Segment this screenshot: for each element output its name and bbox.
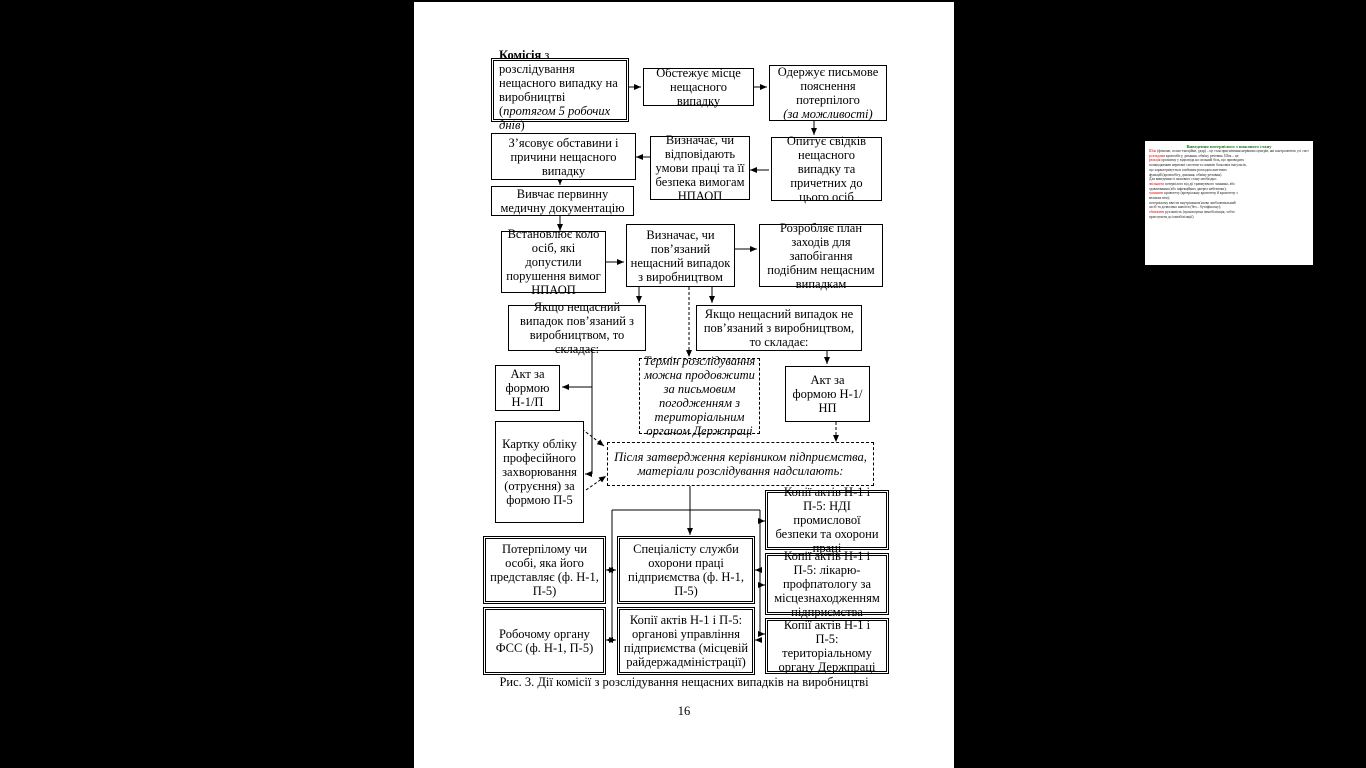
slide-thumbnail[interactable]: Виведення потерпілого з шокового стану Ш… (1145, 141, 1313, 265)
occupational-disease-card-box: Картку обліку професійного захворювання … (495, 421, 584, 523)
obtain-explanation-italic: (за можливості) (783, 107, 873, 121)
thumbnail-line-text: кровотечу (артеріальну кровотечу й крово… (1163, 191, 1238, 196)
after-approval-text: Після затвердження керівником підприємст… (614, 450, 867, 478)
prevention-plan-box: Розробляє план заходів для запобігання п… (759, 221, 883, 291)
interview-witnesses-text: Опитує свідків нещасного випадку та прич… (786, 134, 867, 204)
copies-pathologist-box: Копії актів Н-1 і П-5: лікарю-профпатоло… (765, 549, 889, 619)
determine-related-text: Визначає, чи пов’язаний нещасний випадок… (630, 227, 731, 284)
copies-derzhpratsi-box: Копії актів Н-1 і П-5: територіальному о… (765, 618, 889, 674)
occupational-disease-card-text: Картку обліку професійного захворювання … (502, 437, 577, 507)
thumbnail-line-text: приступити до іммобілізації). (1149, 214, 1195, 219)
extension-term-text: Термін розслідування можна продовжити за… (643, 354, 756, 438)
act-h1np-text: Акт за формою Н-1/НП (792, 373, 863, 415)
copies-derzhpratsi-text: Копії актів Н-1 і П-5: територіальному о… (778, 618, 876, 674)
victim-representative-box: Потерпілому чи особі, яка його представл… (483, 536, 606, 604)
thumbnail-line: Шок (фізичне, психо-емоційне, удар) – це… (1149, 149, 1309, 154)
thumbnail-line: здавлювання (або інфекційних джерел небе… (1149, 187, 1309, 192)
interview-witnesses-box: Опитує свідків нещасного випадку та прич… (771, 134, 882, 204)
thumbnail-line-highlight: зупинити (1149, 191, 1164, 196)
if-not-related-box: Якщо нещасний випадок не пов’язаний з ви… (696, 305, 862, 351)
commission-end-text: ) (520, 118, 525, 132)
study-medical-docs-box: Вивчає первинну медичну документацію (491, 186, 634, 216)
thumbnail-line-text: потерпілого від дії травмуючого чинника,… (1163, 181, 1235, 186)
copies-ndi-box: Копії актів Н-1 і П-5: НДІ промислової б… (765, 485, 889, 555)
establish-persons-box: Встановлює коло осіб, які допустили пору… (501, 227, 606, 297)
thumbnail-line-text: кровообігу, дихання, обміну речовин. Шок… (1165, 153, 1239, 158)
determine-conditions-text: Визначає, чи відповідають умови праці та… (655, 133, 745, 203)
thumbnail-line: розладами кровообігу, дихання, обміну ре… (1149, 154, 1309, 159)
thumbnail-line-highlight: реакція (1149, 158, 1161, 163)
fss-body-box: Робочому органу ФСС (ф. Н-1, П-5) (483, 607, 606, 675)
study-medical-docs-text: Вивчає первинну медичну документацію (500, 187, 625, 215)
thumbnail-line: звільнити потерпілого від дії травмуючог… (1149, 182, 1309, 187)
thumbnail-line: пошкодженню нервової системи та появою б… (1149, 163, 1309, 168)
copies-management-text: Копії актів Н-1 і П-5: органові управлін… (623, 613, 749, 669)
obtain-explanation-box: Одержує письмове пояснення потерпілого(з… (769, 65, 887, 121)
examine-site-box: Обстежує місце нещасного випадку (643, 66, 754, 108)
act-h1p-text: Акт за формою Н-1/П (505, 367, 550, 409)
thumbnail-line: функцій (кровообігу, дихання, обміну реч… (1149, 173, 1309, 178)
commission-box: Комісія з розслідування нещасного випадк… (491, 48, 629, 132)
victim-representative-text: Потерпілому чи особі, яка його представл… (490, 542, 599, 598)
after-approval-box: Після затвердження керівником підприємст… (607, 442, 874, 486)
thumbnail-line-text: (фізичне, психо-емоційне, удар) – це ста… (1157, 149, 1309, 153)
if-related-text: Якщо нещасний випадок пов’язаний з вироб… (519, 300, 634, 356)
thumbnail-line: обмежити рухливість (транспортна іммобіл… (1149, 210, 1309, 215)
clarify-circumstances-text: З’ясовує обставини і причини нещасного в… (508, 135, 619, 178)
thumbnail-line-highlight: звільнити (1149, 181, 1164, 186)
copies-management-box: Копії актів Н-1 і П-5: органові управлін… (617, 607, 755, 675)
thumbnail-line: великих вен); (1149, 196, 1309, 201)
figure-caption: Рис. 3. Дії комісії з розслідування неща… (499, 675, 869, 689)
thumbnail-line: що характеризується глибоким розладом жи… (1149, 168, 1309, 173)
determine-conditions-box: Визначає, чи відповідають умови праці та… (650, 133, 750, 203)
thumbnail-line: потерпілому ввести внутрішньом'язово зне… (1149, 201, 1309, 206)
thumbnail-line: зупинити кровотечу (артеріальну кровотеч… (1149, 191, 1309, 196)
determine-related-box: Визначає, чи пов’язаний нещасний випадок… (626, 224, 735, 287)
if-not-related-text: Якщо нещасний випадок не пов’язаний з ви… (703, 307, 855, 349)
thumbnail-line: засіб та дозволено напоїти (без – бутафі… (1149, 205, 1309, 210)
clarify-circumstances-box: З’ясовує обставини і причини нещасного в… (491, 133, 636, 180)
fss-body-text: Робочому органу ФСС (ф. Н-1, П-5) (495, 627, 594, 655)
thumbnail-line-text: Для виведення із шокового стану необхідн… (1149, 177, 1218, 182)
safety-specialist-text: Спеціалісту служби охорони праці підприє… (628, 542, 744, 598)
thumbnail-line: Для виведення із шокового стану необхідн… (1149, 177, 1309, 182)
thumbnail-line-text: пошкодженню нервової системи та появою б… (1149, 163, 1247, 168)
thumbnail-title: Виведення потерпілого з шокового стану (1186, 144, 1272, 149)
prevention-plan-text: Розробляє план заходів для запобігання п… (767, 220, 875, 291)
safety-specialist-box: Спеціалісту служби охорони праці підприє… (617, 536, 755, 604)
thumbnail-text-lines: Шок (фізичне, психо-емоційне, удар) – це… (1145, 149, 1313, 220)
thumbnail-line-text: здавлювання (або інфекційних джерел небе… (1149, 186, 1227, 191)
commission-bold-text: Комісія (499, 48, 542, 62)
thumbnail-line: приступити до іммобілізації). (1149, 215, 1309, 220)
establish-persons-text: Встановлює коло осіб, які допустили пору… (506, 227, 601, 297)
thumbnail-line-text: потерпілому ввести внутрішньом'язово зне… (1149, 200, 1236, 205)
act-h1np-box: Акт за формою Н-1/НП (785, 366, 870, 422)
thumbnail-line-highlight: Шок (1149, 149, 1157, 153)
thumbnail-line: реакція організму у відповідь на сильний… (1149, 158, 1309, 163)
obtain-explanation-text: Одержує письмове пояснення потерпілого (777, 65, 879, 107)
thumbnail-line-text: засіб та дозволено напоїти (без – бутафі… (1149, 205, 1222, 210)
act-h1p-box: Акт за формою Н-1/П (495, 365, 560, 411)
copies-pathologist-text: Копії актів Н-1 і П-5: лікарю-профпатоло… (774, 549, 880, 619)
extension-term-box: Термін розслідування можна продовжити за… (639, 354, 760, 438)
examine-site-text: Обстежує місце нещасного випадку (656, 66, 741, 108)
copies-ndi-text: Копії актів Н-1 і П-5: НДІ промислової б… (775, 485, 879, 555)
thumbnail-line-text: великих вен); (1149, 196, 1170, 201)
commission-text: з розслідування нещасного випадку на вир… (499, 48, 618, 118)
if-related-box: Якщо нещасний випадок пов’язаний з вироб… (508, 300, 646, 356)
thumbnail-line-text: що характеризується глибоким розладом жи… (1149, 167, 1227, 172)
thumbnail-line-text: функцій (кровообігу, дихання, обміну реч… (1149, 172, 1223, 177)
thumbnail-line-highlight: обмежити (1149, 210, 1165, 215)
page-number: 16 (677, 704, 691, 718)
commission-italic-text: протягом 5 робочих днів (499, 104, 611, 132)
document-page: Комісія з розслідування нещасного випадк… (414, 2, 954, 768)
thumbnail-line-text: рухливість (транспортна іммобілізація, т… (1164, 210, 1235, 215)
thumbnail-line-text: організму у відповідь на сильний біль, щ… (1160, 158, 1245, 163)
thumbnail-line-highlight: розладами (1149, 153, 1166, 158)
